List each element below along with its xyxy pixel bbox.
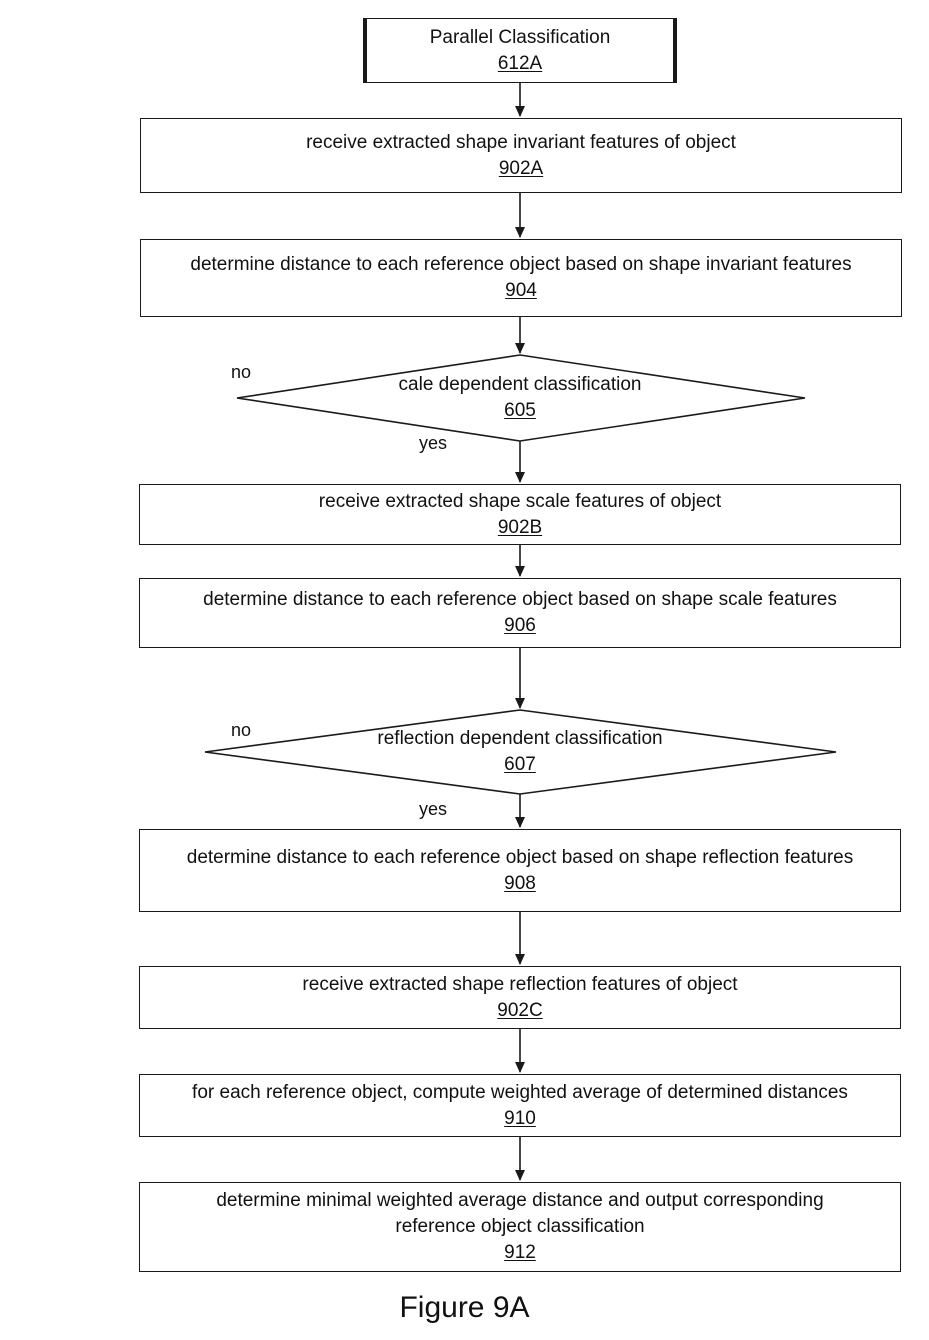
process-box-text-line2: reference object classification (395, 1216, 645, 1237)
process-box-text-line1: determine minimal weighted average dista… (216, 1190, 824, 1211)
process-box-912: determine minimal weighted average dista… (139, 1182, 901, 1272)
process-box-ref: 910 (504, 1107, 536, 1129)
decision-605-text-group: cale dependent classification 605 (330, 372, 710, 424)
start-box-text: Parallel Classification (429, 26, 611, 48)
process-box-ref: 902A (498, 157, 544, 179)
process-box-text: determine distance to each reference obj… (186, 846, 854, 868)
figure-caption: Figure 9A (399, 1291, 530, 1324)
start-box-ref: 612A (497, 52, 543, 74)
process-box-ref: 908 (504, 872, 536, 894)
process-box-text: receive extracted shape reflection featu… (302, 973, 738, 995)
process-box-text: determine distance to each reference obj… (203, 589, 837, 610)
decision-605-no-label: no (231, 362, 252, 382)
process-box-text: receive extracted shape scale features o… (318, 490, 722, 512)
process-box-910: for each reference object, compute weigh… (139, 1074, 901, 1137)
process-box-ref: 902C (497, 999, 543, 1021)
process-box-902c: receive extracted shape reflection featu… (139, 966, 901, 1029)
decision-607-text-group: reflection dependent classification 607 (320, 726, 720, 778)
process-box-906: determine distance to each reference obj… (139, 578, 901, 648)
decision-607-text: reflection dependent classification (377, 728, 663, 749)
process-box-text: determine distance to each reference obj… (190, 254, 852, 275)
process-box-902a: receive extracted shape invariant featur… (140, 118, 902, 193)
decision-607-yes-label: yes (419, 799, 448, 819)
decision-607-no-label: no (231, 720, 252, 740)
decision-607-ref: 607 (504, 754, 536, 775)
process-box-ref: 906 (504, 615, 536, 636)
decision-605-ref: 605 (504, 400, 536, 421)
decision-605-yes-label: yes (419, 433, 448, 453)
process-box-908: determine distance to each reference obj… (139, 829, 901, 912)
process-box-904: determine distance to each reference obj… (140, 239, 902, 317)
start-box-612a: Parallel Classification 612A (363, 18, 677, 83)
process-box-ref: 904 (505, 280, 537, 301)
process-box-text: for each reference object, compute weigh… (192, 1081, 848, 1103)
process-box-ref: 912 (504, 1242, 536, 1263)
process-box-text: receive extracted shape invariant featur… (306, 131, 736, 153)
process-box-902b: receive extracted shape scale features o… (139, 484, 901, 545)
decision-605-text: cale dependent classification (398, 374, 642, 395)
process-box-ref: 902B (497, 516, 543, 538)
